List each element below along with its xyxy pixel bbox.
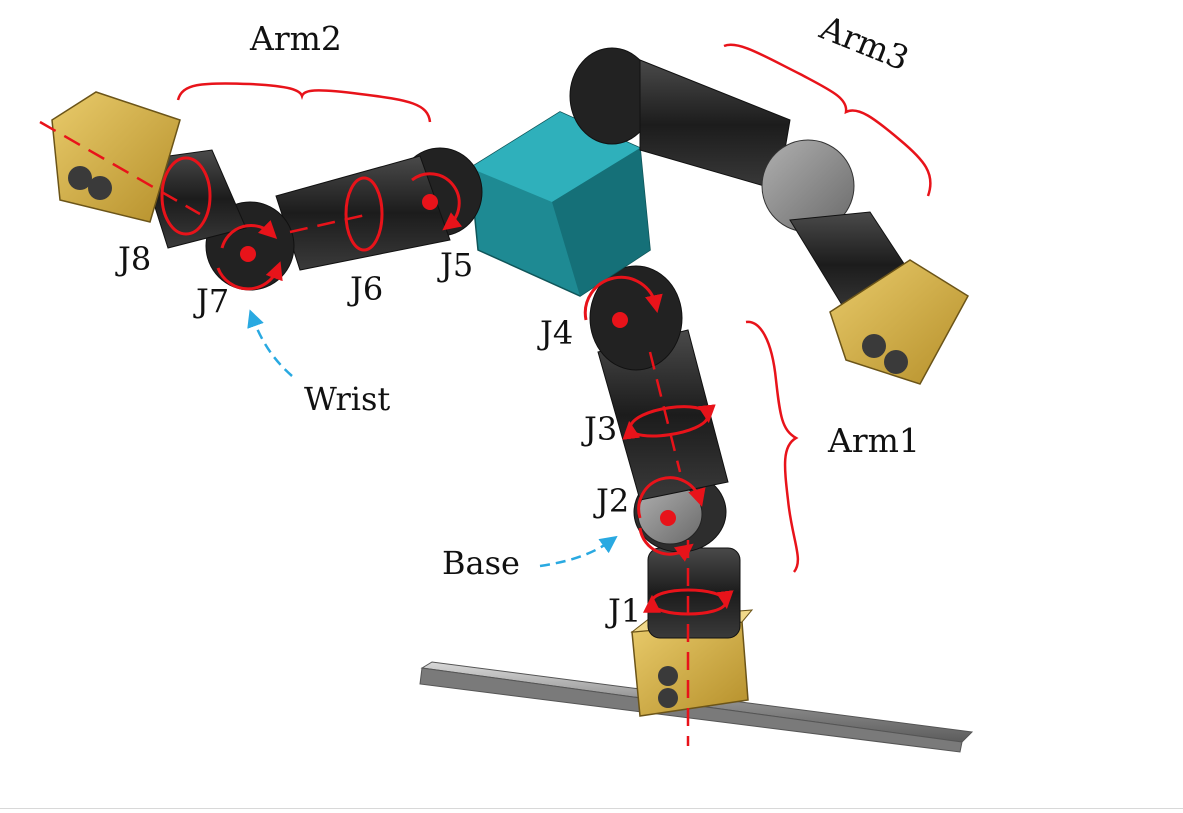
wrist-label: Wrist — [304, 380, 390, 418]
j3-label: J3 — [581, 410, 617, 448]
arm3-label: Arm3 — [814, 7, 915, 78]
rotation-indicators — [160, 156, 734, 616]
arm1-links — [589, 265, 741, 639]
base-pointer — [539, 535, 618, 568]
arm1-label: Arm1 — [827, 421, 920, 460]
j2-label: J2 — [593, 482, 629, 520]
j6-label: J6 — [347, 270, 383, 308]
wrist-pointer — [247, 309, 293, 377]
j4-label: J4 — [537, 314, 573, 352]
j7-label: J7 — [193, 282, 229, 320]
j5-label: J5 — [437, 246, 473, 284]
j8-label: J8 — [115, 240, 151, 278]
bottom-divider — [0, 808, 1183, 809]
pointer-arrows — [247, 309, 618, 568]
base-label: Base — [442, 544, 520, 582]
arm2-label: Arm2 — [249, 19, 342, 58]
arm-brackets — [176, 43, 932, 573]
arm3-links — [569, 47, 969, 385]
joint-axes — [39, 120, 690, 746]
arm2-links — [51, 91, 483, 291]
j1-label: J1 — [605, 592, 641, 630]
central-hub — [469, 111, 651, 297]
joint-centers — [240, 194, 676, 526]
